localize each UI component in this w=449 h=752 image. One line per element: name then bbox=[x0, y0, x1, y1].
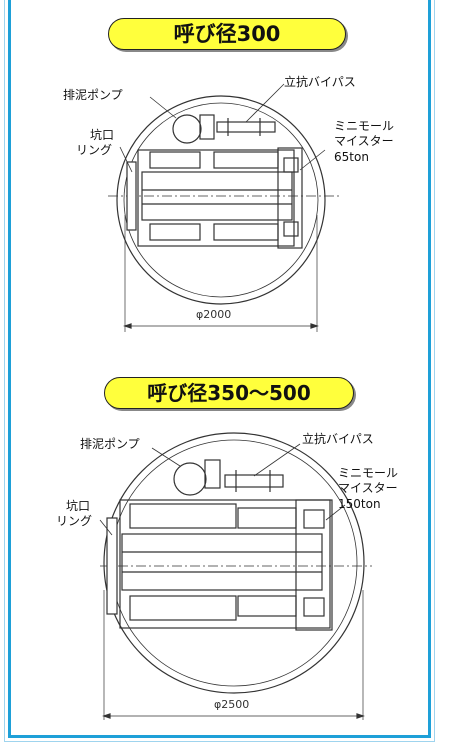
shaft-wall-outer-500 bbox=[103, 432, 365, 694]
outer-frame-border bbox=[4, 0, 435, 742]
pump-500 bbox=[173, 462, 207, 496]
pump-300 bbox=[172, 114, 202, 144]
ring-label-500-line2: リング bbox=[56, 514, 93, 528]
jack-cyl-bot-500 bbox=[129, 595, 237, 621]
dimension-label-300: φ2000 bbox=[196, 308, 232, 321]
jack-body-500 bbox=[121, 533, 323, 591]
jack-body-300 bbox=[141, 171, 293, 221]
entrance-ring-500 bbox=[106, 517, 118, 615]
thrust-block-300 bbox=[277, 147, 303, 249]
entrance-ring-300 bbox=[126, 161, 137, 231]
bypass-label-300: 立抗バイパス bbox=[284, 75, 356, 89]
shaft-wall-inner-500 bbox=[110, 439, 358, 687]
mole-label-500-line2: マイスター bbox=[338, 481, 398, 495]
ring-label-300-line1: 坑口 bbox=[90, 128, 115, 142]
jack-cyl-bot-left-300 bbox=[149, 223, 201, 241]
mole-label-300-line3: 65ton bbox=[334, 150, 369, 164]
jack-cyl-top-left-300 bbox=[149, 151, 201, 169]
ring-label-300-line2: リング bbox=[76, 143, 113, 157]
mole-label-300-line2: マイスター bbox=[334, 134, 394, 148]
shaft-wall-inner-300 bbox=[123, 102, 319, 298]
section1-title-text: 呼び径300 bbox=[173, 22, 281, 46]
section1-title: 呼び径300 bbox=[108, 18, 346, 50]
jack-cyl-top-right-300 bbox=[213, 151, 279, 169]
pump-label-500: 排泥ポンプ bbox=[80, 437, 140, 451]
thrust-block-500 bbox=[295, 499, 333, 631]
section2-title-text: 呼び径350～500 bbox=[147, 381, 311, 405]
jack-cyl-top-500 bbox=[129, 503, 237, 529]
jack-cyl-bot-right-300 bbox=[213, 223, 279, 241]
bypass-pipe-500 bbox=[224, 474, 284, 488]
pump-base-300 bbox=[199, 114, 215, 140]
bypass-pipe-300 bbox=[216, 121, 276, 133]
shaft-wall-outer-300 bbox=[116, 95, 326, 305]
pump-label-300: 排泥ポンプ bbox=[63, 88, 123, 102]
pump-base-500 bbox=[204, 459, 221, 489]
bypass-label-500: 立抗バイパス bbox=[302, 432, 374, 446]
section2-title: 呼び径350～500 bbox=[104, 377, 354, 409]
jack-frame-500 bbox=[119, 499, 331, 629]
dimension-label-500: φ2500 bbox=[214, 698, 250, 711]
ring-label-500-line1: 坑口 bbox=[66, 499, 91, 513]
mole-label-500-line3: 150ton bbox=[338, 497, 381, 511]
mole-label-300-line1: ミニモール bbox=[334, 119, 395, 133]
mole-label-500-line1: ミニモール bbox=[338, 466, 399, 480]
frame-border bbox=[8, 0, 431, 738]
jack-frame-300 bbox=[137, 149, 295, 247]
